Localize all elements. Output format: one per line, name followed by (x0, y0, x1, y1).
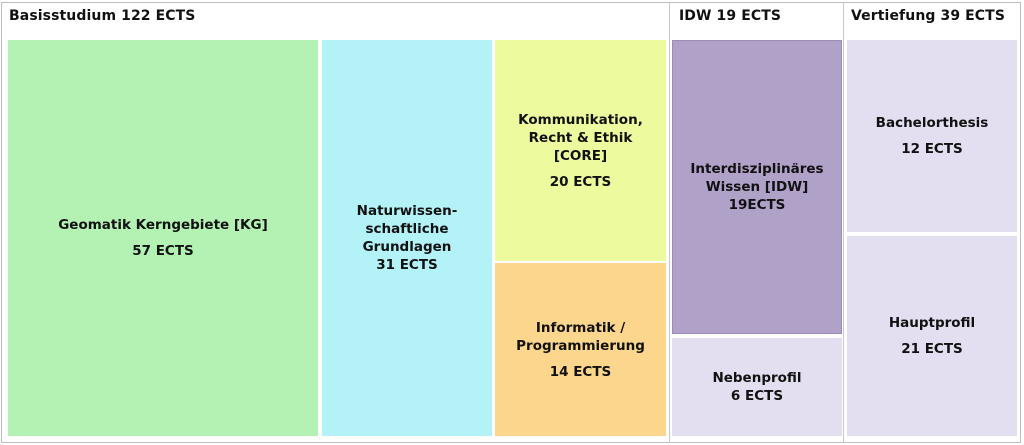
box-nebenprofil: Nebenprofil 6 ECTS (672, 338, 842, 436)
box-hauptprofil: Hauptprofil 21 ECTS (847, 236, 1017, 436)
box-geomatik-kerngebiete: Geomatik Kerngebiete [KG] 57 ECTS (8, 40, 318, 436)
box-informatik-programmierung: Informatik / Programmierung 14 ECTS (495, 263, 666, 436)
box-ects: 31 ECTS (376, 257, 438, 273)
box-kommunikation-recht-ethik: Kommunikation, Recht & Ethik [CORE] 20 E… (495, 40, 666, 261)
section-title-vertiefung: Vertiefung 39 ECTS (851, 8, 1006, 24)
box-label: Kommunikation, Recht & Ethik [CORE] (518, 111, 643, 164)
box-naturwissenschaftliche-grundlagen: Naturwissen- schaftliche Grundlagen 31 E… (322, 40, 492, 436)
box-interdisziplinaeres-wissen: Interdisziplinäres Wissen [IDW] 19ECTS (672, 40, 842, 334)
box-label: Hauptprofil (888, 315, 976, 331)
section-title-idw: IDW 19 ECTS (679, 8, 782, 24)
box-ects: 21 ECTS (901, 341, 963, 357)
section-divider-vertiefung (843, 2, 844, 443)
box-label: Geomatik Kerngebiete [KG] (58, 217, 268, 233)
box-bachelorthesis: Bachelorthesis 12 ECTS (847, 40, 1017, 232)
box-label: Naturwissen- schaftliche Grundlagen (356, 203, 458, 255)
box-label: Interdisziplinäres Wissen [IDW] (690, 161, 824, 195)
box-ects: 57 ECTS (132, 243, 194, 259)
box-label: Bachelorthesis (875, 115, 989, 131)
section-title-basisstudium: Basisstudium 122 ECTS (9, 8, 196, 24)
box-label: Nebenprofil (712, 370, 802, 386)
box-ects: 14 ECTS (549, 363, 612, 380)
box-ects: 19ECTS (728, 197, 786, 213)
box-label: Informatik / Programmierung (516, 319, 645, 354)
box-ects: 20 ECTS (549, 173, 612, 190)
box-ects: 6 ECTS (730, 388, 784, 404)
box-ects: 12 ECTS (901, 141, 963, 157)
section-divider-idw (669, 2, 670, 443)
